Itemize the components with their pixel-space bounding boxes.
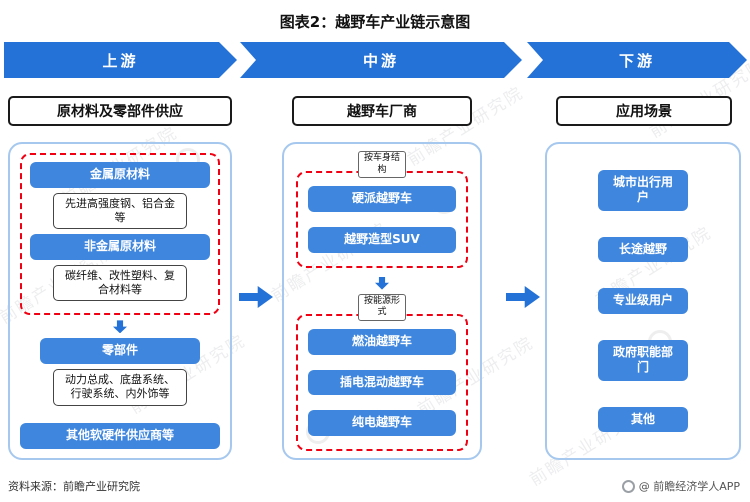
banner-downstream: 下游 [527, 42, 747, 78]
downstream-panel: 城市出行用户 长途越野 专业级用户 政府职能部门 其他 [545, 142, 741, 460]
midstream-header: 越野车厂商 [292, 96, 472, 126]
upstream-header: 原材料及零部件供应 [8, 96, 232, 126]
metal-material-detail: 先进高强度钢、铝合金等 [53, 192, 187, 230]
flow-arrow-icon [506, 286, 540, 308]
energy-form-group: 燃油越野车 插电混动越野车 纯电越野车 [296, 313, 468, 451]
diagram-title: 图表2：越野车产业链示意图 [279, 13, 471, 31]
midstream-panel: 按车身结构 硬派越野车 越野造型SUV 按能源形式 燃油越野车 插电混动越野车 … [282, 142, 482, 460]
application-box: 专业级用户 [598, 288, 688, 314]
banner-midstream: 中游 [240, 42, 522, 78]
application-box: 其他 [598, 406, 688, 433]
body-structure-tag: 按车身结构 [358, 151, 406, 179]
upstream-panel: 金属原材料 先进高强度钢、铝合金等 非金属原材料 碳纤维、改性塑料、复合材料等 … [8, 142, 232, 460]
banner-upstream: 上游 [4, 42, 237, 78]
parts-box: 零部件 [40, 338, 200, 364]
down-arrow-icon [375, 276, 389, 290]
downstream-header: 应用场景 [556, 96, 732, 126]
ev-offroad-box: 纯电越野车 [308, 410, 456, 436]
energy-form-tag: 按能源形式 [358, 293, 406, 321]
application-box: 长途越野 [598, 236, 688, 263]
brand-logo-icon [621, 479, 635, 493]
brand-text: @ 前瞻经济学人APP [638, 480, 740, 493]
metal-material-box: 金属原材料 [30, 162, 210, 188]
other-suppliers-box: 其他软硬件供应商等 [20, 423, 220, 449]
phev-offroad-box: 插电混动越野车 [308, 369, 456, 396]
application-box: 政府职能部门 [598, 339, 688, 381]
flow-arrow-icon [239, 286, 273, 308]
nonmetal-material-detail: 碳纤维、改性塑料、复合材料等 [53, 264, 187, 302]
parts-detail: 动力总成、底盘系统、行驶系统、内外饰等 [53, 368, 187, 406]
application-box: 城市出行用户 [598, 169, 688, 211]
fuel-offroad-box: 燃油越野车 [308, 328, 456, 355]
nonmetal-material-box: 非金属原材料 [30, 234, 210, 260]
down-arrow-icon [113, 320, 127, 334]
raw-material-group: 金属原材料 先进高强度钢、铝合金等 非金属原材料 碳纤维、改性塑料、复合材料等 [20, 153, 220, 316]
hardcore-offroad-box: 硬派越野车 [308, 186, 456, 212]
source-note: 资料来源：前瞻产业研究院 [8, 480, 140, 493]
offroad-suv-box: 越野造型SUV [308, 226, 456, 253]
brand-note: @ 前瞻经济学人APP [621, 478, 740, 494]
body-structure-group: 硬派越野车 越野造型SUV [296, 171, 468, 268]
